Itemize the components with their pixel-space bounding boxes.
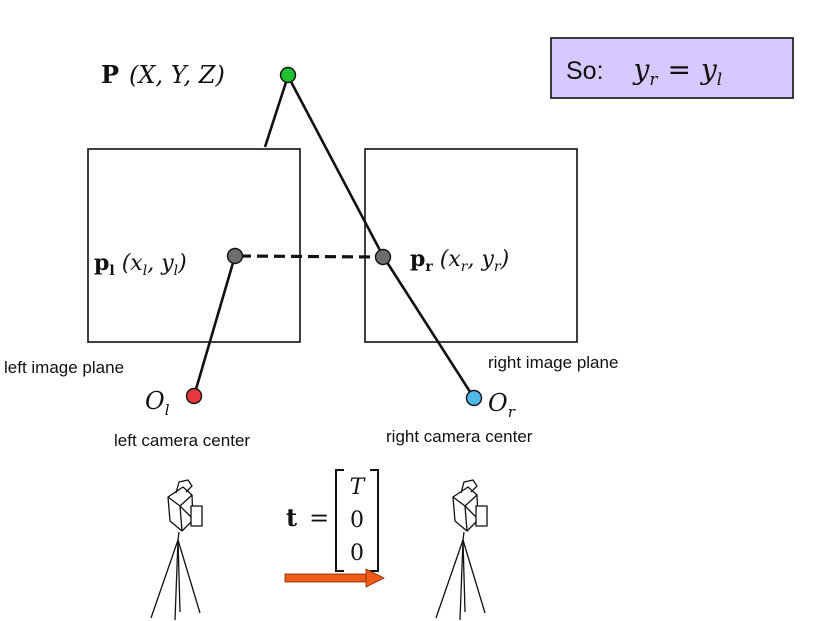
right-camera-center-marker — [465, 389, 483, 407]
translation-arrow — [284, 568, 385, 588]
ray-right-point-to-right-center — [381, 255, 476, 399]
matrix-row-1: T — [350, 475, 367, 500]
callout-equation: So:yr=yl — [566, 53, 722, 90]
left-camera-icon — [150, 479, 203, 621]
left-camera-center-label: left camera center — [114, 431, 250, 450]
left-image-plane — [87, 148, 301, 343]
right-image-plane-label: right image plane — [488, 353, 618, 372]
right-image-point-label: pr(xr, yr) — [410, 246, 509, 275]
right-image-point-marker — [374, 248, 392, 266]
left-camera-center-marker — [185, 387, 203, 405]
right-camera-icon — [435, 479, 488, 621]
translation-equation: t= — [286, 503, 329, 532]
right-camera-center-label: right camera center — [386, 427, 533, 446]
arrow-shaft — [284, 573, 368, 583]
right-camera-center-symbol: Or — [488, 389, 516, 421]
left-image-point-label: pl(xl, yl) — [94, 250, 187, 279]
matrix-row-2: 0 — [350, 508, 364, 533]
arrow-head — [365, 568, 385, 588]
epipolar-line — [239, 254, 379, 259]
left-camera-center-symbol: Ol — [145, 387, 170, 419]
ray-p-to-left-plane — [263, 75, 290, 148]
matrix-left-bracket — [335, 469, 344, 572]
point-p-label: P(X, Y, Z) — [101, 60, 225, 89]
callout-background — [550, 37, 794, 99]
matrix-right-bracket — [370, 469, 379, 572]
left-image-point-marker — [226, 247, 244, 265]
point-p-marker — [279, 66, 297, 84]
translation-matrix: T 0 0 — [335, 469, 379, 572]
right-image-plane — [364, 148, 578, 343]
matrix-row-3: 0 — [350, 541, 364, 566]
ray-left-point-to-left-center — [192, 255, 237, 397]
ray-p-to-right-point — [286, 75, 385, 257]
left-image-plane-label: left image plane — [4, 358, 124, 377]
callout-box: So:yr=yl — [550, 37, 794, 99]
